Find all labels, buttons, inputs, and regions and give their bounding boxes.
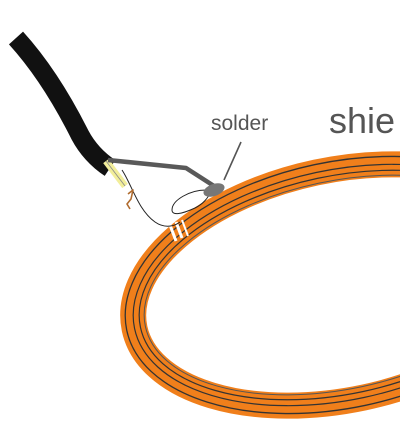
inner-conductor-wire [121, 169, 181, 227]
loop-wire-3 [138, 169, 400, 401]
conductor-to-solder [107, 157, 216, 188]
loop-wire-2 [132, 163, 400, 407]
bare-copper-lead [126, 189, 134, 210]
solder-joint [203, 183, 225, 197]
shield-gap [168, 219, 189, 242]
coax-cable [8, 31, 116, 176]
shield-tap-loop [171, 189, 211, 215]
loop-wire-1 [124, 155, 400, 415]
shield-label: shie [329, 100, 396, 141]
shield-loop [120, 151, 400, 419]
solder-label: solder [211, 112, 269, 135]
loop-wire-4 [143, 174, 400, 396]
solder-pointer-line [223, 141, 242, 181]
